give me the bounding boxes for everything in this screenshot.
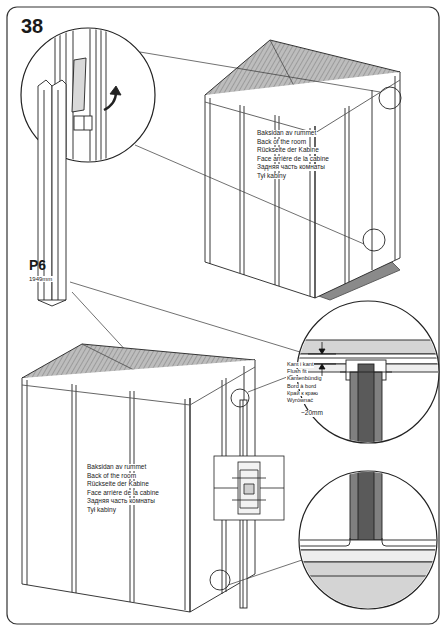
fit-note: Bord à bord bbox=[286, 384, 317, 390]
area-note: Tył kabiny bbox=[86, 507, 117, 514]
fit-note: Край к краю bbox=[286, 391, 319, 397]
part-name: P6 bbox=[28, 258, 47, 272]
fit-note: Flush fit bbox=[286, 369, 308, 375]
step-number: 38 bbox=[20, 16, 44, 36]
area-note: Back of the room bbox=[256, 139, 307, 146]
area-note: Back of the room bbox=[86, 473, 137, 480]
area-note: Face arrière de la cabine bbox=[256, 156, 330, 163]
area-note: Задняя часть комнаты bbox=[86, 498, 156, 505]
fit-note: Kantenbündig bbox=[286, 376, 323, 382]
area-note: Baksidan av rummet bbox=[256, 130, 317, 137]
area-note: Baksidan av rummet bbox=[86, 464, 147, 471]
area-note: Face arrière de la cabine bbox=[86, 490, 160, 497]
area-note: Rückseite der Kabine bbox=[86, 481, 150, 488]
area-note: Tył kabiny bbox=[256, 173, 287, 180]
fit-note: Wyrównać bbox=[286, 398, 314, 404]
dimension: ~20mm bbox=[300, 410, 324, 417]
fit-note: Kant i kant bbox=[286, 362, 314, 368]
area-note: Rückseite der Kabine bbox=[256, 147, 320, 154]
area-note: Задняя часть комнаты bbox=[256, 164, 326, 171]
dimension: 1949mm bbox=[28, 276, 53, 282]
